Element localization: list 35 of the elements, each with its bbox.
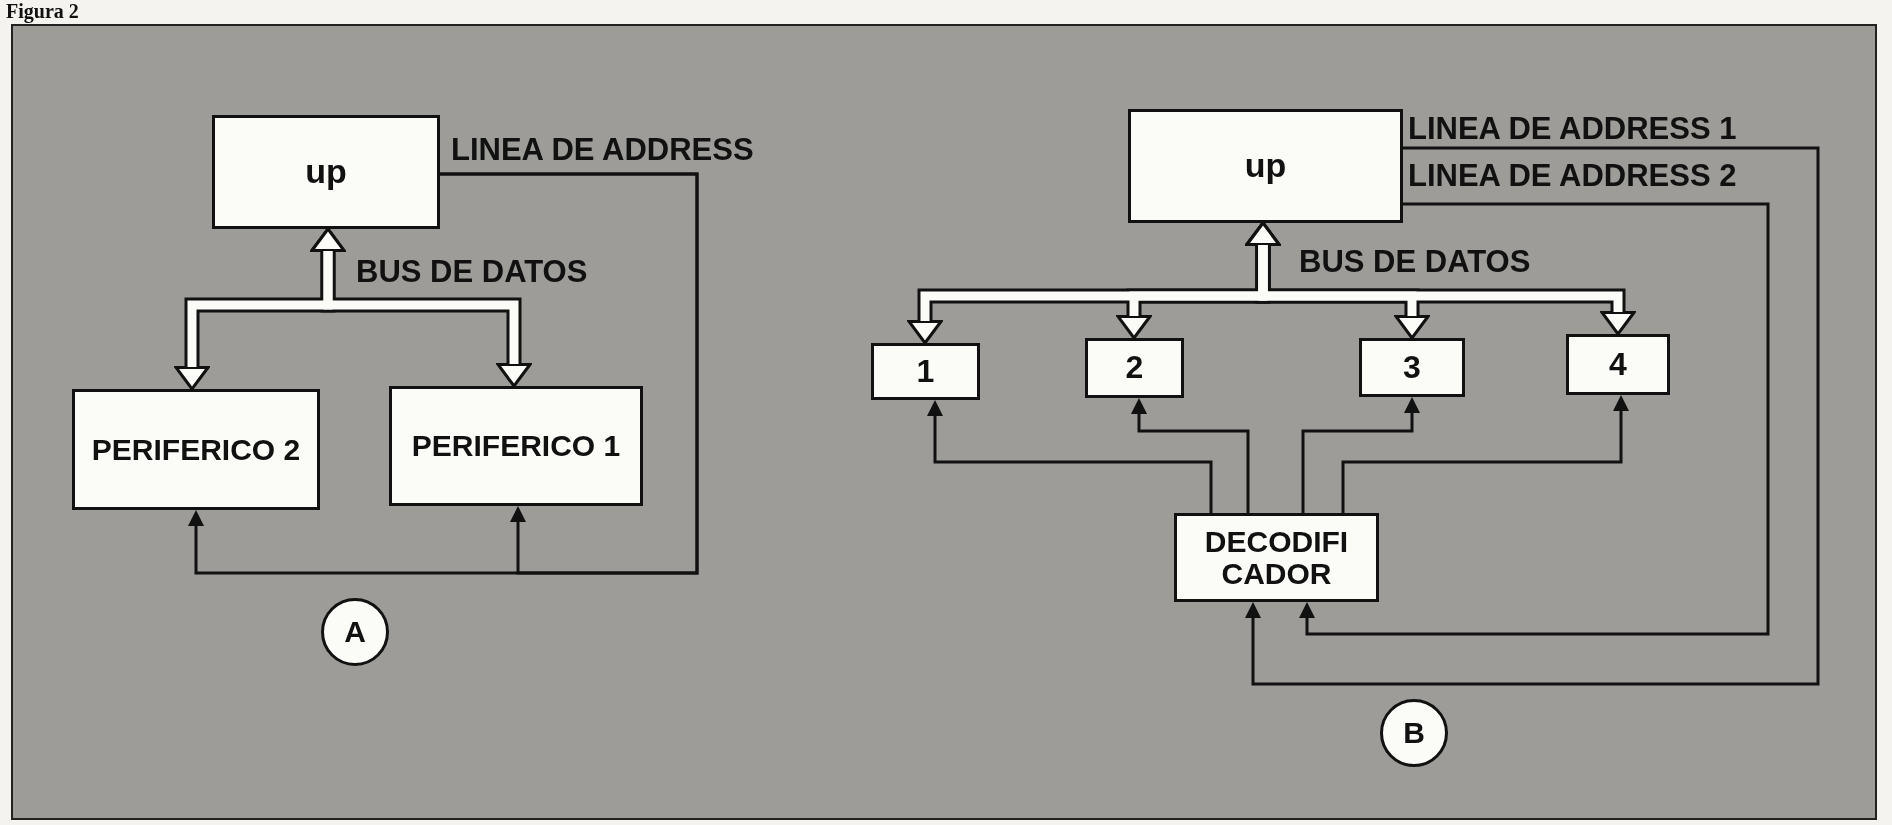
- node-label: 2: [1125, 351, 1144, 385]
- node-label: 4: [1609, 347, 1627, 382]
- address-line-arrow: [1299, 202, 1770, 636]
- decoder-box: [1174, 513, 1379, 602]
- node-label: A: [344, 616, 366, 648]
- signal-label: BUS DE DATOS: [1299, 246, 1531, 277]
- figure-title: Figura 2: [6, 0, 79, 23]
- node-label: 1: [916, 354, 935, 389]
- signal-label: BUS DE DATOS: [356, 256, 588, 287]
- address-line-arrow: [1341, 395, 1629, 513]
- node-label: PERIFERICO 1: [411, 430, 621, 462]
- node-label: up: [305, 154, 347, 190]
- signal-label: LINEA DE ADDRESS 1: [1408, 113, 1737, 144]
- address-line-arrow: [1301, 397, 1420, 513]
- processor-box: [1128, 109, 1403, 223]
- node-label: 3: [1403, 350, 1421, 385]
- peripheral-box: [1566, 334, 1670, 395]
- address-line-arrow: [1245, 146, 1820, 686]
- peripheral-box: [871, 343, 980, 400]
- node-label: PERIFERICO 2: [91, 433, 301, 466]
- node-label: up: [1244, 148, 1287, 184]
- data-bus-arrow: [1245, 221, 1636, 336]
- peripheral-box: [72, 389, 320, 510]
- peripheral-box: [1085, 338, 1184, 398]
- signal-label: LINEA DE ADDRESS 2: [1408, 160, 1737, 191]
- data-bus-arrow: [310, 227, 532, 388]
- address-line-arrow: [440, 172, 699, 575]
- address-line-arrow: [1131, 398, 1250, 513]
- node-label: B: [1403, 717, 1425, 749]
- node-label: DECODIFI CADOR: [1203, 526, 1350, 589]
- address-line-arrow: [927, 400, 1213, 513]
- peripheral-box: [389, 386, 643, 506]
- signal-label: LINEA DE ADDRESS: [451, 134, 754, 165]
- processor-box: [212, 115, 440, 229]
- peripheral-box: [1359, 338, 1465, 397]
